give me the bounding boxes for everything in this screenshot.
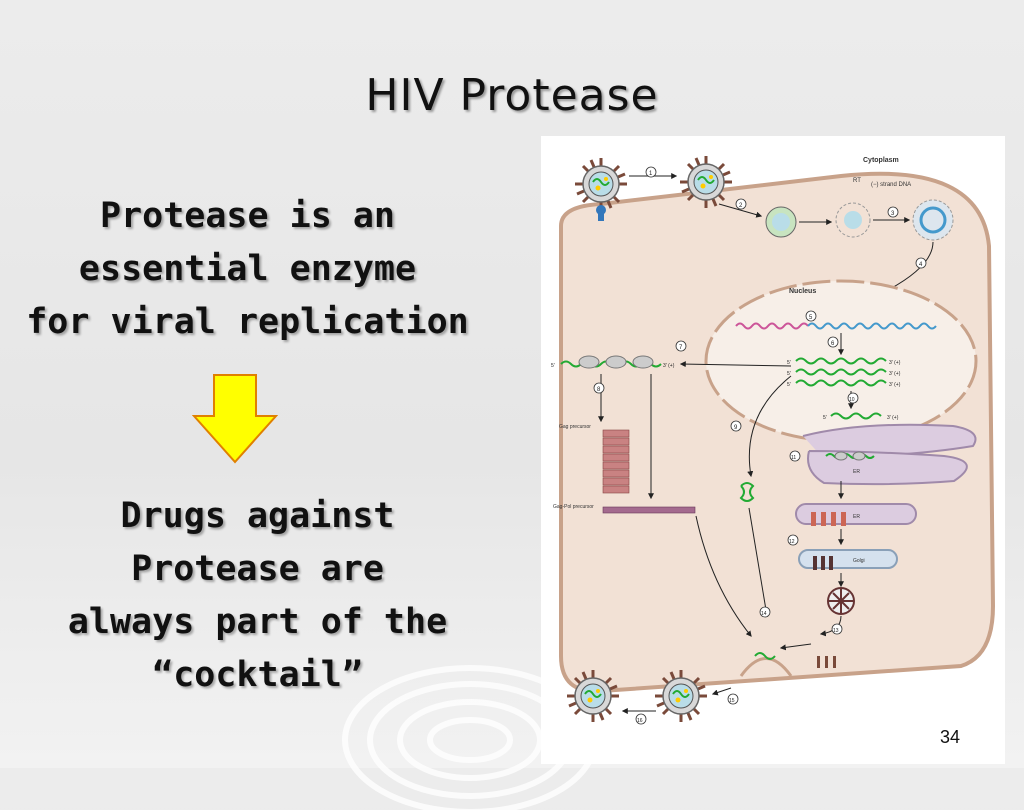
step-label: 1: [649, 171, 653, 177]
step-label: 14: [761, 611, 767, 617]
conclusion-line: “cocktail”: [152, 655, 363, 695]
rna-plus-label: 3′ (+): [663, 363, 675, 369]
rna-plus-label: 3′ (+): [889, 360, 901, 366]
conclusion-block: Drugs against Protease are always part o…: [20, 490, 495, 702]
statement-line: essential enzyme: [78, 249, 417, 289]
hiv-life-cycle-figure: Cytoplasm RT (−) strand DNA 1 2 3 4 Nucl…: [541, 136, 1005, 764]
step-label: 10: [849, 397, 855, 403]
step-label: 12: [789, 539, 795, 545]
step-label: 13: [833, 628, 839, 634]
er-label: ER: [853, 514, 860, 520]
gag-label: Gag precursor: [559, 424, 591, 430]
step-label: 7: [679, 345, 683, 351]
life-cycle-diagram: Cytoplasm RT (−) strand DNA 1 2 3 4 Nucl…: [551, 154, 996, 725]
cytoplasm-label: Cytoplasm: [863, 157, 899, 164]
rna-5-label: 5′: [551, 363, 555, 369]
rna-plus-label: 3′ (+): [887, 415, 899, 421]
statement-block: Protease is an essential enzyme for vira…: [20, 190, 475, 349]
rna-plus-label: 3′ (+): [889, 382, 901, 388]
step-label: 6: [831, 341, 835, 347]
conclusion-line: Protease are: [131, 549, 384, 589]
rna-5-label: 5′: [787, 360, 791, 366]
gagpol-label: Gag-Pol precursor: [553, 504, 594, 510]
page-number: 34: [940, 727, 961, 747]
nucleus-label: Nucleus: [789, 288, 816, 295]
minus-dna-label: (−) strand DNA: [871, 182, 911, 188]
step-label: 5: [809, 315, 813, 321]
rna-5-label: 5′: [823, 415, 827, 421]
rt-label: RT: [853, 178, 861, 184]
step-label: 16: [637, 718, 643, 724]
step-label: 15: [729, 698, 735, 704]
er-label: ER: [853, 469, 860, 475]
step-label: 9: [734, 425, 738, 431]
step-label: 11: [791, 455, 796, 461]
rna-plus-label: 3′ (+): [889, 371, 901, 377]
golgi-label: Golgi: [853, 558, 865, 564]
slide-title: HIV Protease: [365, 70, 659, 121]
step-label: 2: [739, 203, 743, 209]
conclusion-line: always part of the: [67, 602, 448, 642]
step-label: 3: [891, 211, 895, 217]
rna-5-label: 5′: [787, 382, 791, 388]
statement-line: Protease is an: [99, 196, 395, 236]
conclusion-line: Drugs against: [120, 496, 395, 536]
step-label: 4: [919, 262, 923, 268]
down-arrow-icon: [192, 374, 278, 464]
rna-5-label: 5′: [787, 371, 791, 377]
statement-line: for viral replication: [26, 302, 469, 342]
step-label: 8: [597, 387, 601, 393]
